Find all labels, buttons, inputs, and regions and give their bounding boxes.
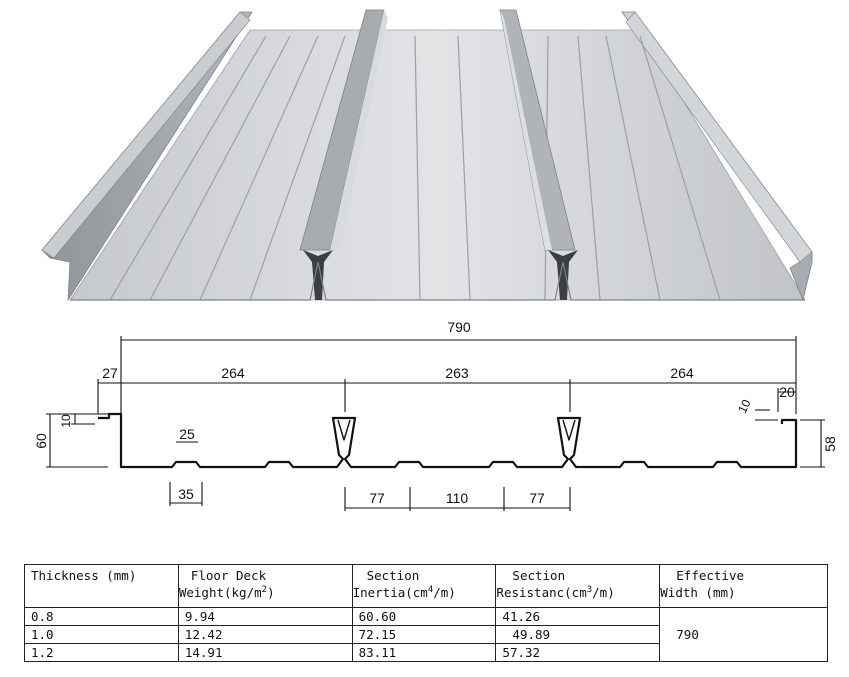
dim-segment-4: 20 (779, 384, 795, 400)
cell-thickness: 1.2 (24, 643, 179, 662)
cell-resistance: 41.26 (495, 607, 661, 626)
header-effective-width: Effective Width (mm) (659, 564, 828, 608)
dim-height-right: 58 (822, 436, 838, 452)
cell-thickness: 1.0 (24, 625, 179, 644)
header-inertia: Section Inertia(cm4/m) (351, 564, 497, 608)
cell-effective-width: 790 (659, 607, 828, 662)
header-weight: Floor Deck Weight(kg/m2) (177, 564, 353, 608)
table-row: 1.2 14.91 83.11 57.32 (24, 643, 828, 662)
dim-segment-2: 263 (445, 365, 469, 381)
dim-height-left: 60 (33, 433, 49, 449)
cell-inertia: 72.15 (351, 625, 497, 644)
table-row: 1.0 12.42 72.15 49.89 (24, 625, 828, 644)
cell-inertia: 60.60 (351, 607, 497, 626)
deck-sheet-3d (41, 9, 813, 302)
dim-lip-left: 10 (59, 414, 73, 428)
header-resistance: Section Resistanc(cm3/m) (495, 564, 661, 608)
profile-dimension-drawing: 790 27 264 263 264 20 60 10 58 10 (33, 319, 838, 511)
dim-bottom-2: 77 (529, 490, 545, 506)
header-thickness: Thickness (mm) (24, 564, 179, 608)
dim-segment-1: 264 (221, 365, 245, 381)
spec-table: Thickness (mm) Floor Deck Weight(kg/m2) … (24, 564, 828, 662)
floor-deck-illustration: 790 27 264 263 264 20 60 10 58 10 (33, 9, 838, 511)
cell-weight: 9.94 (177, 607, 353, 626)
spec-header-row: Thickness (mm) Floor Deck Weight(kg/m2) … (24, 564, 828, 608)
cell-thickness: 0.8 (24, 607, 179, 626)
cell-resistance: 49.89 (495, 625, 661, 644)
cell-resistance: 57.32 (495, 643, 661, 662)
cell-weight: 12.42 (177, 625, 353, 644)
cell-weight: 14.91 (177, 643, 353, 662)
dim-segment-3: 264 (670, 365, 694, 381)
dim-overall-width: 790 (447, 319, 471, 335)
dim-lip-right: 10 (735, 397, 753, 415)
dim-bottom-1: 110 (446, 490, 469, 506)
cell-inertia: 83.11 (351, 643, 497, 662)
table-row: 0.8 9.94 60.60 41.26 790 (24, 607, 828, 662)
dim-rib-bottom: 35 (178, 486, 194, 502)
dim-bottom-0: 77 (369, 490, 385, 506)
dim-rib-top: 25 (179, 426, 195, 442)
dim-segment-0: 27 (102, 365, 118, 381)
